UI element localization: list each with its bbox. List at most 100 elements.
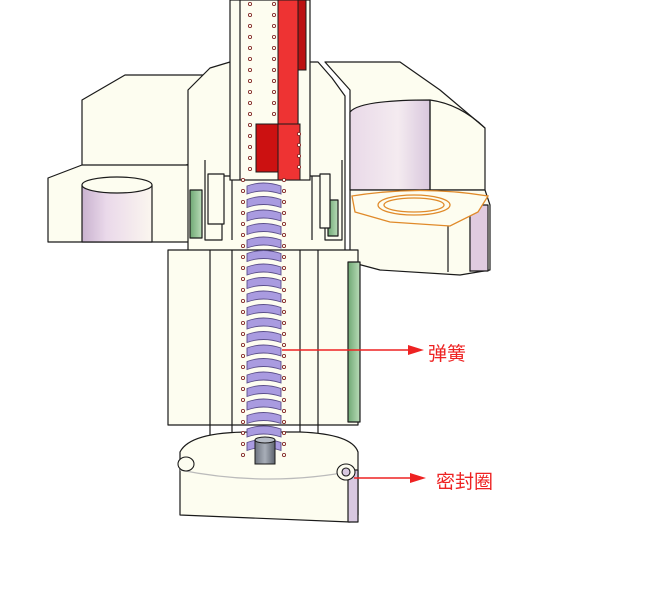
thread-mark <box>271 101 276 106</box>
thread-mark <box>281 430 286 435</box>
thread-mark <box>247 101 252 106</box>
thread-mark <box>281 320 286 325</box>
thread-mark <box>281 254 286 259</box>
thread-mark <box>281 452 286 457</box>
spring-coil <box>246 317 282 330</box>
spring-coil <box>246 223 282 236</box>
thread-mark <box>296 153 301 158</box>
highlighted-washer <box>351 189 490 227</box>
thread-mark <box>247 155 252 160</box>
thread-mark <box>271 12 276 17</box>
thread-mark <box>240 419 245 424</box>
spring-coil <box>246 263 282 276</box>
thread-mark <box>281 419 286 424</box>
thread-mark <box>240 397 245 402</box>
spring-coil <box>246 236 282 249</box>
thread-mark <box>247 12 252 17</box>
thread-mark <box>281 397 286 402</box>
spring-coil <box>246 344 282 357</box>
valve-rod <box>255 0 307 181</box>
thread-mark <box>240 221 245 226</box>
thread-mark <box>240 353 245 358</box>
thread-mark <box>281 441 286 446</box>
spring-coil <box>246 425 282 438</box>
thread-mark <box>271 2 276 7</box>
spring-coil <box>246 209 282 222</box>
spring-coil <box>246 385 282 398</box>
thread-mark <box>281 221 286 226</box>
thread-mark <box>271 46 276 51</box>
seal-ring-callout-arrow <box>354 473 426 483</box>
spring <box>246 182 282 452</box>
thread-mark <box>240 375 245 380</box>
thread-mark <box>296 142 301 147</box>
thread-mark <box>240 243 245 248</box>
thread-mark <box>247 35 252 40</box>
spring-coil <box>246 250 282 263</box>
thread-mark <box>247 144 252 149</box>
thread-mark <box>281 188 286 193</box>
spring-coil <box>246 277 282 290</box>
thread-mark <box>240 331 245 336</box>
thread-mark <box>240 177 245 182</box>
thread-mark <box>281 408 286 413</box>
thread-mark <box>240 320 245 325</box>
spring-coil <box>246 398 282 411</box>
thread-mark <box>247 133 252 138</box>
seal-ring-label: 密封圈 <box>436 471 494 493</box>
thread-mark <box>240 342 245 347</box>
thread-mark <box>240 210 245 215</box>
thread-mark <box>247 123 252 128</box>
thread-mark <box>240 265 245 270</box>
thread-mark <box>271 112 276 117</box>
thread-mark <box>240 254 245 259</box>
thread-mark <box>240 430 245 435</box>
thread-mark <box>281 353 286 358</box>
spring-coil <box>246 412 282 425</box>
thread-mark <box>281 177 286 182</box>
thread-mark <box>281 243 286 248</box>
thread-mark <box>281 342 286 347</box>
thread-mark <box>247 90 252 95</box>
thread-mark <box>240 364 245 369</box>
thread-mark <box>240 386 245 391</box>
thread-mark <box>281 309 286 314</box>
thread-mark <box>240 298 245 303</box>
thread-mark <box>247 46 252 51</box>
spring-coil <box>246 304 282 317</box>
thread-mark <box>247 68 252 73</box>
thread-mark <box>240 287 245 292</box>
thread-mark <box>281 232 286 237</box>
thread-mark <box>240 309 245 314</box>
seal-ring <box>177 456 356 481</box>
thread-mark <box>281 265 286 270</box>
thread-mark <box>281 386 286 391</box>
spring-coil <box>246 371 282 384</box>
thread-mark <box>247 166 252 171</box>
spring-coil <box>246 290 282 303</box>
thread-mark <box>281 364 286 369</box>
thread-mark <box>281 331 286 336</box>
thread-mark <box>247 23 252 28</box>
thread-mark <box>271 57 276 62</box>
thread-mark <box>281 199 286 204</box>
thread-mark <box>247 2 252 7</box>
thread-mark <box>281 276 286 281</box>
thread-mark <box>240 232 245 237</box>
thread-mark <box>240 441 245 446</box>
thread-mark <box>281 375 286 380</box>
spring-coil <box>246 196 282 209</box>
guide-pin <box>254 436 276 465</box>
thread-mark <box>281 210 286 215</box>
thread-mark <box>240 452 245 457</box>
hex-nut <box>47 61 491 276</box>
thread-mark <box>247 57 252 62</box>
spring-label: 弹簧 <box>428 343 467 365</box>
thread-mark <box>271 23 276 28</box>
spring-coil <box>246 182 282 195</box>
thread-mark <box>271 35 276 40</box>
thread-mark <box>296 164 301 169</box>
thread-mark <box>247 112 252 117</box>
thread-mark <box>281 298 286 303</box>
